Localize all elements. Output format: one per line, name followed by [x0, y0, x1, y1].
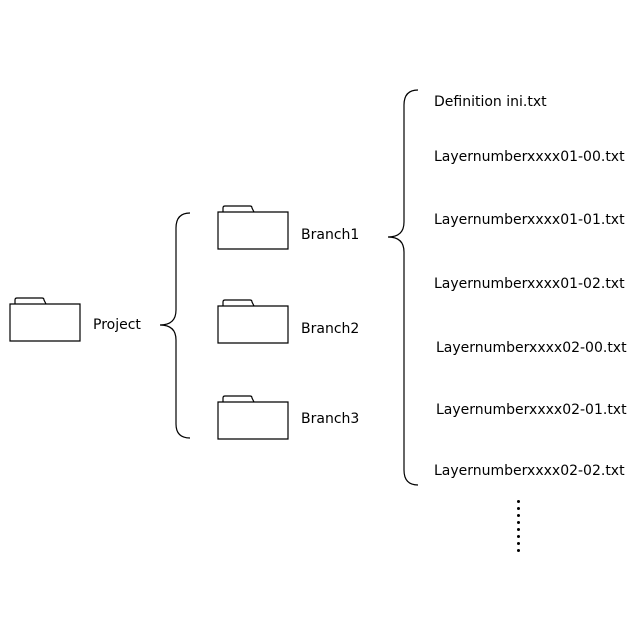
branch2-label: Branch2: [301, 321, 359, 337]
ellipsis-dot: [517, 500, 520, 503]
branch1-folder-icon: [218, 206, 288, 249]
branch3-folder-icon: [218, 396, 288, 439]
file-label: Layernumberxxxx01-00.txt: [434, 149, 625, 165]
branch3-label: Branch3: [301, 411, 359, 427]
branch2-folder-icon: [218, 300, 288, 343]
ellipsis-dot: [517, 542, 520, 545]
ellipsis-dot: [517, 514, 520, 517]
branch1-label: Branch1: [301, 227, 359, 243]
ellipsis-dot: [517, 521, 520, 524]
file-label: Layernumberxxxx01-02.txt: [434, 276, 625, 292]
project-folder-icon: [10, 298, 80, 341]
file-label: Definition ini.txt: [434, 94, 547, 110]
file-label: Layernumberxxxx02-02.txt: [434, 463, 625, 479]
ellipsis-dot: [517, 549, 520, 552]
ellipsis-dot: [517, 535, 520, 538]
branch1-brace: [388, 90, 418, 485]
project-label: Project: [93, 317, 141, 333]
ellipsis-dot: [517, 528, 520, 531]
project-brace: [160, 213, 190, 438]
file-label: Layernumberxxxx02-01.txt: [436, 402, 627, 418]
file-label: Layernumberxxxx02-00.txt: [436, 340, 627, 356]
ellipsis-dot: [517, 507, 520, 510]
file-label: Layernumberxxxx01-01.txt: [434, 212, 625, 228]
